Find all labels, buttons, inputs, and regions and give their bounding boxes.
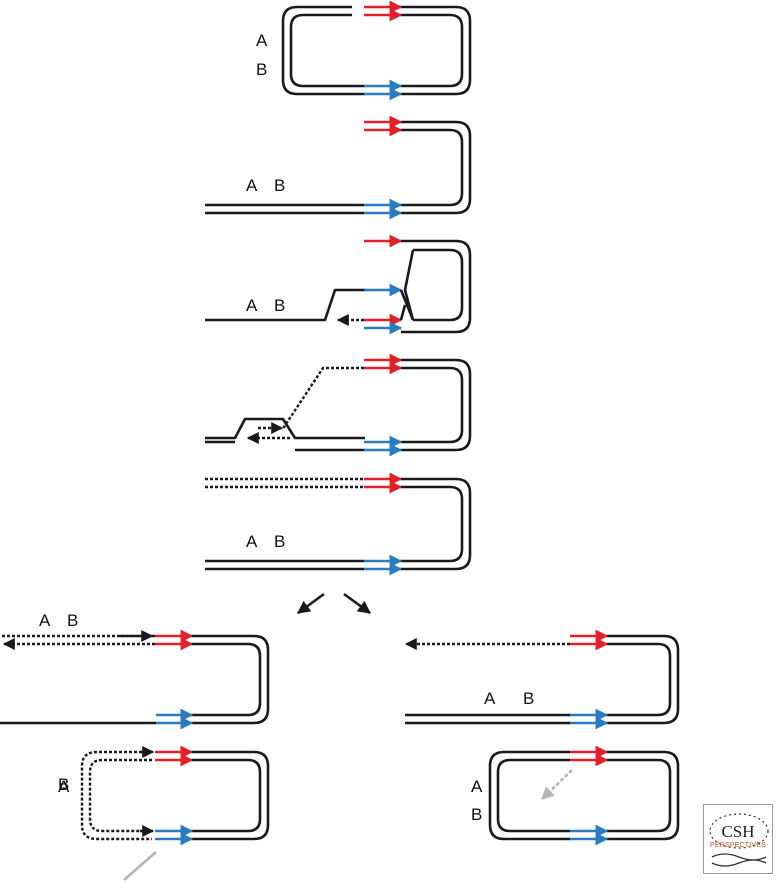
label-a: A <box>484 689 496 708</box>
panel-1-circle: A B <box>256 0 472 101</box>
panel-2-linear: A B <box>205 115 472 220</box>
panel-3-invasion: A B <box>205 234 472 335</box>
label-a: A <box>256 31 268 50</box>
label-b: B <box>256 60 267 79</box>
right-product-linear: A B <box>404 629 680 730</box>
helix-icon <box>709 813 769 867</box>
csh-perspectives-logo: CSH PERSPECTIVES <box>703 804 773 874</box>
label-a: A <box>246 532 258 551</box>
label-b: B <box>274 296 285 315</box>
label-b: B <box>523 689 534 708</box>
label-b: B <box>471 805 482 824</box>
right-product-circle: A B <box>471 745 680 846</box>
left-product-linear: A B <box>0 611 270 730</box>
label-a: A <box>39 611 51 630</box>
label-a: A <box>58 777 70 796</box>
label-b: B <box>274 532 285 551</box>
label-b: B <box>58 775 69 794</box>
branch-arrows <box>296 592 372 615</box>
label-b: B <box>274 176 285 195</box>
label-b: B <box>67 611 78 630</box>
label-a: A <box>471 777 483 796</box>
logo-text: CSH <box>721 822 755 841</box>
panel-5-completed: A B <box>205 472 472 576</box>
left-product-circle: B A A A <box>58 745 270 881</box>
label-a: A <box>246 296 258 315</box>
panel-4-synthesis <box>205 353 472 457</box>
logo-subtext: PERSPECTIVES <box>709 842 767 849</box>
label-a: A <box>246 176 258 195</box>
